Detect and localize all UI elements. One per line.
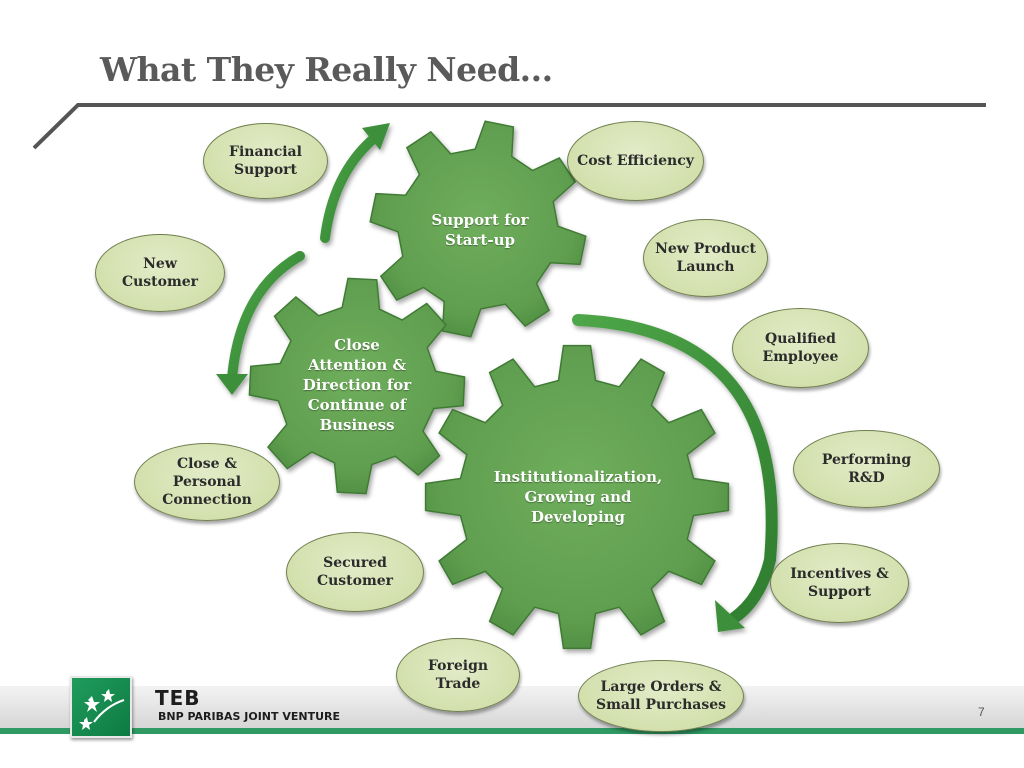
gear-top-label: Support for Start-up [431, 211, 529, 249]
bubble-label: Incentives & Support [790, 566, 889, 600]
bnp-paribas-stars-icon [70, 676, 132, 738]
arrow-down-left [227, 251, 305, 383]
bubble-close-personal-connection: Close & Personal Connection [134, 443, 280, 521]
bubble-financial-support: Financial Support [203, 123, 328, 199]
bubble-qualified-employee: Qualified Employee [732, 308, 869, 388]
bubble-cost-efficiency: Cost Efficiency [567, 121, 704, 201]
arrow-right-large-head [715, 600, 745, 632]
bubble-label: Performing R&D [821, 452, 912, 486]
arrow-down-left-head [216, 374, 248, 395]
arrow-right-large [572, 314, 778, 624]
arrows-group [216, 123, 778, 632]
gears-layer [248, 120, 730, 650]
bubble-label: Secured Customer [316, 555, 394, 589]
arrow-up-left-head [362, 123, 390, 150]
page-number: 7 [978, 705, 985, 719]
brand-subtitle: BNP PARIBAS JOINT VENTURE [158, 710, 340, 723]
gear-middle-label: Close Attention & Direction for Continue… [302, 336, 412, 434]
gear-large-label: Institutionalization, Growing and Develo… [493, 468, 663, 526]
gear-middle [248, 277, 466, 495]
bubble-label: Large Orders & Small Purchases [595, 679, 727, 713]
gear-large [424, 344, 730, 650]
bubble-performing-rd: Performing R&D [793, 430, 940, 508]
bubble-label: Close & Personal Connection [162, 456, 252, 508]
bubble-foreign-trade: Foreign Trade [396, 638, 520, 712]
bubble-new-product-launch: New Product Launch [643, 219, 768, 297]
bubble-label: Qualified Employee [762, 331, 839, 365]
header-divider [32, 103, 986, 150]
bubble-label: New Customer [121, 256, 199, 290]
brand-name: TEB [155, 686, 201, 710]
bubble-new-customer: New Customer [95, 234, 225, 312]
bubble-label: New Product Launch [655, 241, 756, 275]
footer-accent-line [0, 728, 1024, 734]
arrow-up-left [320, 135, 377, 243]
bubble-label: Cost Efficiency [577, 153, 694, 169]
bubble-label: Foreign Trade [427, 658, 489, 692]
bubble-label: Financial Support [229, 144, 302, 178]
bubble-incentives-support: Incentives & Support [770, 543, 909, 623]
bubble-large-orders: Large Orders & Small Purchases [578, 660, 744, 732]
bubble-secured-customer: Secured Customer [286, 532, 424, 612]
page-title: What They Really Need... [100, 50, 553, 89]
gear-top [369, 120, 587, 338]
